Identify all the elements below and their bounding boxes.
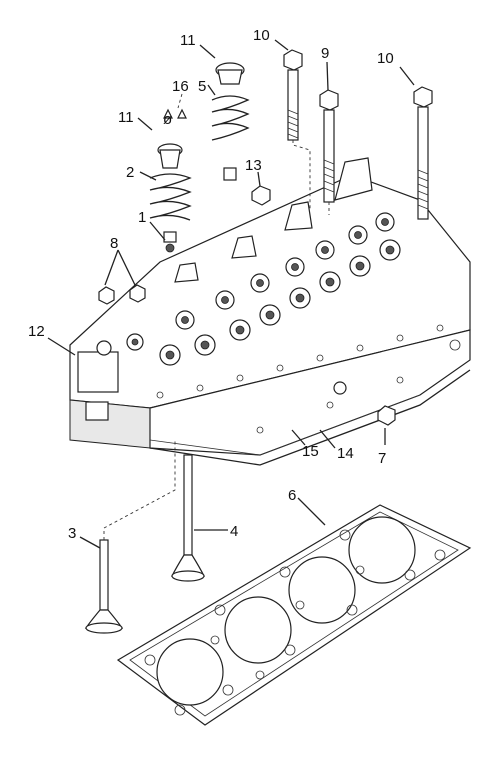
valve-3 xyxy=(84,539,124,634)
cylinder-head xyxy=(69,157,471,466)
nuts-8 xyxy=(98,284,146,305)
head-gasket xyxy=(116,504,472,726)
callout-9: 9 xyxy=(321,45,329,62)
callout-5: 5 xyxy=(198,78,206,95)
callout-phi: ø xyxy=(163,111,172,128)
callout-1: 1 xyxy=(138,209,146,226)
callout-16: 16 xyxy=(172,78,189,95)
callout-4: 4 xyxy=(230,523,238,540)
callouts: 1 2 3 4 5 6 7 8 9 10 10 11 11 12 13 14 1… xyxy=(28,27,394,542)
bolt-9 xyxy=(319,89,339,203)
callout-11-left: 11 xyxy=(118,109,134,126)
callout-13: 13 xyxy=(245,157,262,174)
valve-bosses xyxy=(126,212,401,366)
callout-3: 3 xyxy=(68,525,76,542)
nut-13 xyxy=(251,185,271,206)
bolt-10-right xyxy=(413,86,433,220)
callout-14: 14 xyxy=(337,445,354,462)
callout-6: 6 xyxy=(288,487,296,504)
callout-15: 15 xyxy=(302,443,319,460)
callout-7: 7 xyxy=(378,450,386,467)
callout-11-top: 11 xyxy=(180,32,196,49)
valve-4 xyxy=(171,454,205,582)
gasket-holes xyxy=(144,529,446,716)
callout-8: 8 xyxy=(110,235,118,252)
valve-spring-right xyxy=(211,62,250,181)
leader-lines xyxy=(47,39,415,549)
callout-2: 2 xyxy=(126,164,134,181)
callout-12: 12 xyxy=(28,323,45,340)
bolt-10-left xyxy=(283,49,303,141)
callout-10-right: 10 xyxy=(377,50,394,67)
valve-spring-left xyxy=(149,143,192,253)
edge-holes xyxy=(156,324,461,434)
plug-7 xyxy=(377,405,396,426)
callout-10-left: 10 xyxy=(253,27,270,44)
valve-keepers xyxy=(163,108,187,119)
